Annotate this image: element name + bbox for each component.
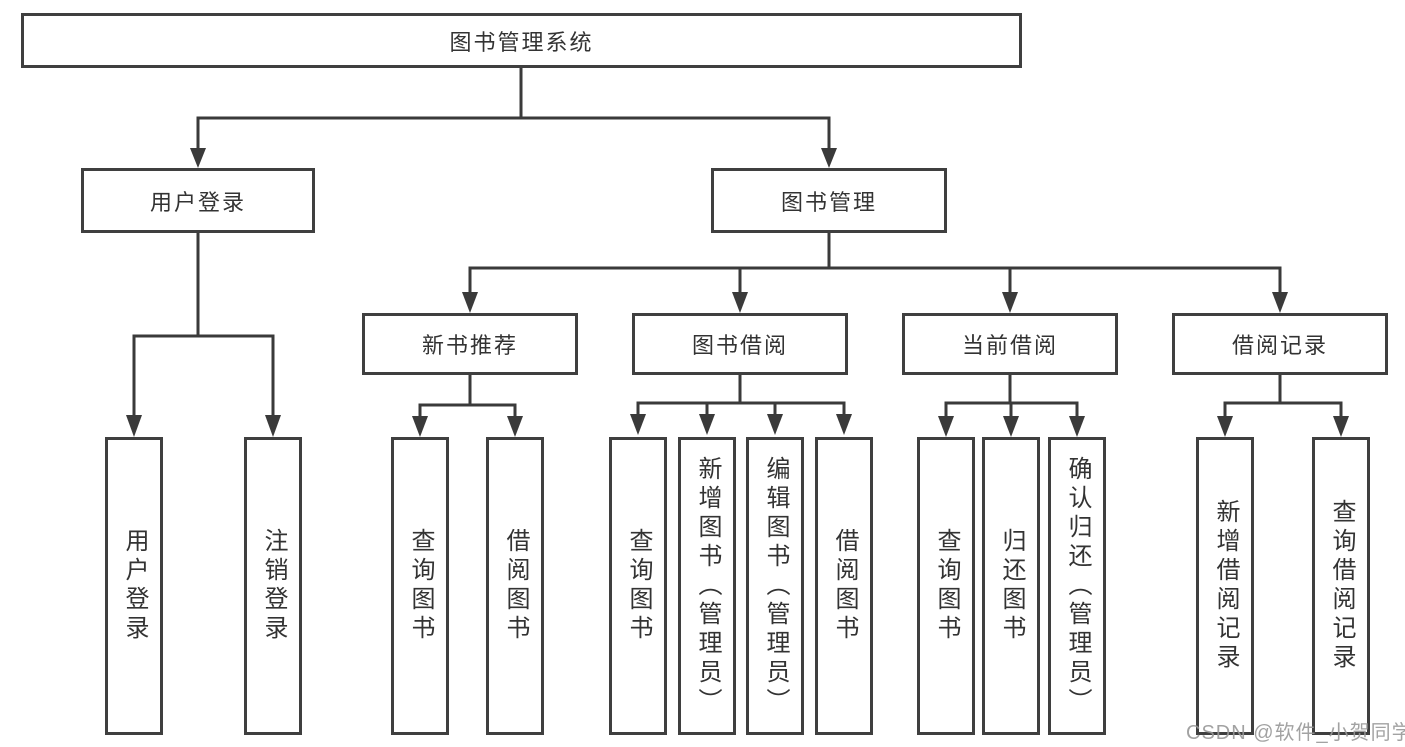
arrowhead-icon <box>630 414 646 435</box>
node-borrow-books-2: 借阅图书 <box>815 437 873 735</box>
node-borrowing-records: 借阅记录 <box>1172 313 1388 375</box>
arrowhead-icon <box>412 416 428 437</box>
connector-current-borrowing-children <box>944 375 1079 419</box>
node-label: 图书管理系统 <box>449 29 594 55</box>
node-user-login: 用户登录 <box>81 168 315 233</box>
arrowhead-icon <box>1003 416 1019 437</box>
node-label: 借阅图书 <box>831 528 858 644</box>
connector-book-management-children <box>468 233 1282 295</box>
node-user-login-leaf: 用户登录 <box>105 437 163 735</box>
arrowhead-icon <box>767 414 783 435</box>
arrowhead-icon <box>699 414 715 435</box>
arrowhead-icon <box>190 148 206 168</box>
node-add-borrowing-record: 新增借阅记录 <box>1196 437 1254 735</box>
node-book-management: 图书管理 <box>711 168 947 233</box>
arrowhead-icon <box>126 415 142 437</box>
arrowhead-icon <box>507 416 523 437</box>
node-return-books: 归还图书 <box>982 437 1040 735</box>
arrowhead-icon <box>938 416 954 437</box>
node-label: 新增借阅记录 <box>1212 499 1239 673</box>
arrowhead-icon <box>1272 292 1288 313</box>
node-query-books-3: 查询图书 <box>917 437 975 735</box>
arrowhead-icon <box>265 415 281 437</box>
node-label: 图书借阅 <box>691 333 788 358</box>
csdn-watermark: CSDN @软件_小贺同学 <box>1186 722 1405 744</box>
node-label: 归还图书 <box>998 528 1025 644</box>
node-label: 查询图书 <box>407 528 434 644</box>
node-label: 借阅图书 <box>502 528 529 644</box>
node-confirm-return-admin: 确认归还（管理员） <box>1048 437 1106 735</box>
connector-root-to-level2 <box>196 68 831 150</box>
node-label: 用户登录 <box>149 189 246 215</box>
arrowhead-icon <box>1069 416 1085 437</box>
connector-borrowing-records-children <box>1223 375 1343 419</box>
connector-user-login-children <box>132 233 275 419</box>
node-query-books-1: 查询图书 <box>391 437 449 735</box>
node-current-borrowing: 当前借阅 <box>902 313 1118 375</box>
node-label: 确认归还（管理员） <box>1064 455 1091 717</box>
node-label: 查询图书 <box>933 528 960 644</box>
node-label: 查询借阅记录 <box>1328 499 1355 673</box>
node-logout: 注销登录 <box>244 437 302 735</box>
arrowhead-icon <box>462 292 478 313</box>
node-add-books-admin: 新增图书（管理员） <box>678 437 736 735</box>
node-borrow-books-1: 借阅图书 <box>486 437 544 735</box>
node-label: 当前借阅 <box>961 333 1058 358</box>
node-query-borrowing-record: 查询借阅记录 <box>1312 437 1370 735</box>
node-label: 用户登录 <box>121 528 148 644</box>
arrowhead-icon <box>1217 416 1233 437</box>
node-label: 查询图书 <box>625 528 652 644</box>
node-query-books-2: 查询图书 <box>609 437 667 735</box>
arrowhead-icon <box>821 148 837 168</box>
arrowhead-icon <box>836 414 852 435</box>
node-label: 新增图书（管理员） <box>694 455 721 717</box>
connector-new-book-recommendation-children <box>418 375 517 419</box>
connector-book-borrowing-children <box>636 375 846 417</box>
node-book-borrowing: 图书借阅 <box>632 313 848 375</box>
arrowhead-icon <box>1333 416 1349 437</box>
arrowhead-icon <box>1002 292 1018 313</box>
node-library-management-system: 图书管理系统 <box>21 13 1022 68</box>
arrowhead-icon <box>732 292 748 313</box>
node-label: 注销登录 <box>260 528 287 644</box>
node-new-book-recommendation: 新书推荐 <box>362 313 578 375</box>
node-label: 图书管理 <box>780 189 877 215</box>
node-label: 新书推荐 <box>421 333 518 358</box>
node-label: 借阅记录 <box>1231 333 1328 358</box>
node-edit-books-admin: 编辑图书（管理员） <box>746 437 804 735</box>
node-label: 编辑图书（管理员） <box>762 455 789 717</box>
